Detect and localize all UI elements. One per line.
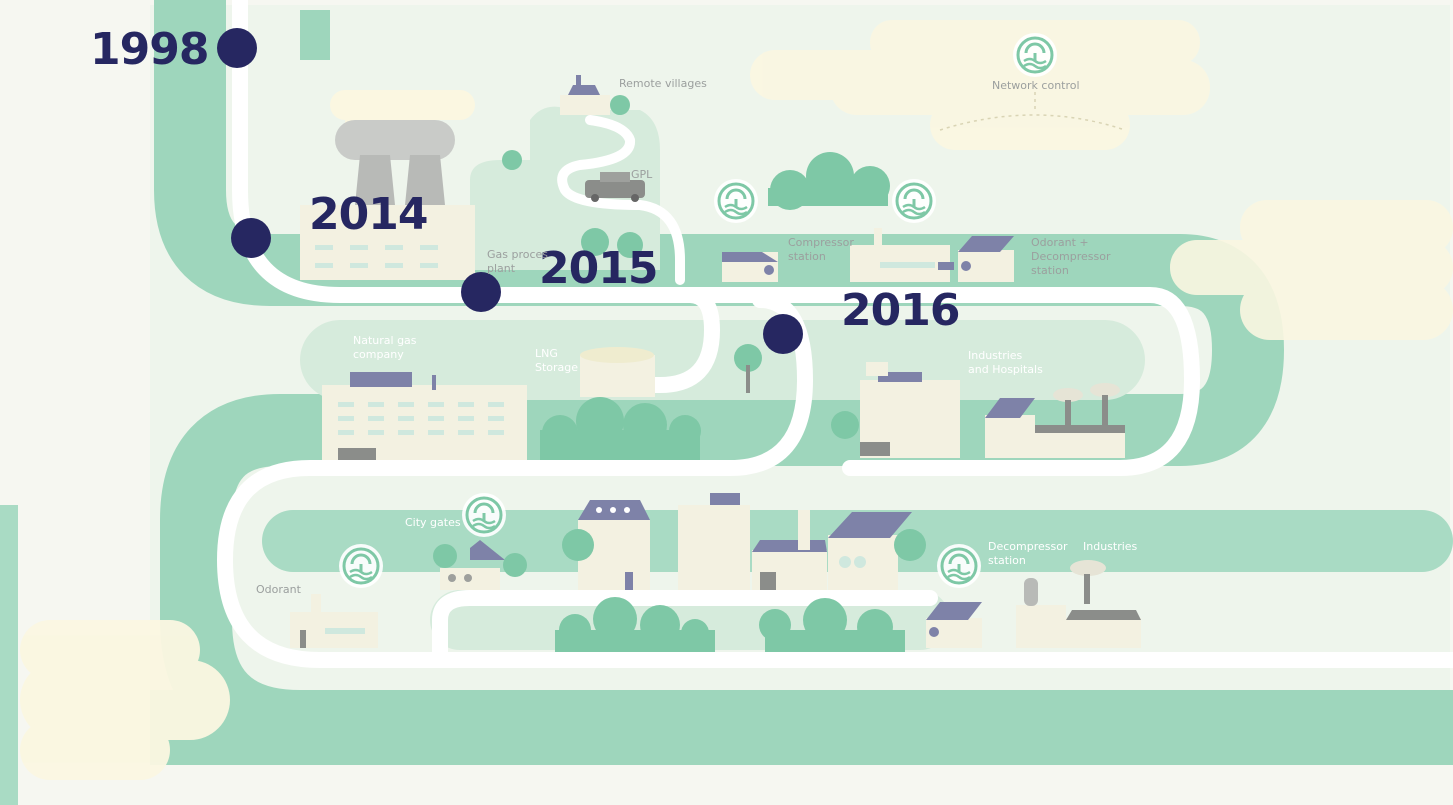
bushes-middle xyxy=(540,397,701,460)
label-lng-storage: LNG Storage xyxy=(535,347,579,374)
gas-processing-plant xyxy=(300,120,475,280)
label-compressor-station: Compressor station xyxy=(788,236,854,263)
milestone-year-1998: 1998 xyxy=(90,24,209,75)
decompressor-station-bottom xyxy=(926,560,1141,648)
milestone-dot-1998[interactable] xyxy=(217,28,257,68)
label-city-gates: City gates xyxy=(405,516,461,529)
natural-gas-company xyxy=(322,372,527,460)
outer-pipeline xyxy=(154,0,1453,762)
milestone-year-2014: 2014 xyxy=(309,189,428,240)
label-natural-gas-company: Natural gas company xyxy=(353,334,417,361)
label-odorant-decompressor-station: Odorant + Decompressor station xyxy=(1031,236,1111,277)
milestone-dot-2016[interactable] xyxy=(763,314,803,354)
label-decompressor-station: Decompressor station xyxy=(988,540,1068,567)
milestone-dot-2015[interactable] xyxy=(461,272,501,312)
label-network-control: Network control xyxy=(992,79,1080,92)
city xyxy=(433,493,926,590)
cloud-right xyxy=(1170,200,1453,340)
cloud-bottom-left xyxy=(20,620,230,780)
label-gas-processing-plant: Gas proces plant xyxy=(487,248,549,275)
gpl-truck xyxy=(585,172,645,202)
industries-hospitals xyxy=(831,362,1125,458)
tree-bush xyxy=(768,152,890,210)
odorant-building xyxy=(290,594,378,648)
control-station-icon xyxy=(712,177,760,225)
bushes-bottom xyxy=(555,597,905,652)
label-odorant: Odorant xyxy=(256,583,301,596)
odorant-decompressor-station xyxy=(850,228,1014,282)
label-industries: Industries xyxy=(1083,540,1138,553)
label-industries-hospitals: Industries and Hospitals xyxy=(968,349,1043,376)
label-remote-villages: Remote villages xyxy=(619,77,707,90)
milestone-year-2015: 2015 xyxy=(539,243,658,294)
lng-storage-tank xyxy=(580,347,655,397)
control-station-icon xyxy=(1011,31,1059,79)
control-station-icon xyxy=(890,177,938,225)
cloud-top-right xyxy=(750,20,1210,150)
milestone-year-2016: 2016 xyxy=(841,285,960,336)
milestone-dot-2014[interactable] xyxy=(231,218,271,258)
remote-village xyxy=(560,75,630,115)
label-gpl: GPL xyxy=(631,168,653,181)
control-station-icon xyxy=(337,542,385,590)
compressor-station xyxy=(722,252,778,282)
control-station-icon xyxy=(460,491,508,539)
control-station-icon xyxy=(935,542,983,590)
left-edge-strip xyxy=(0,505,18,805)
